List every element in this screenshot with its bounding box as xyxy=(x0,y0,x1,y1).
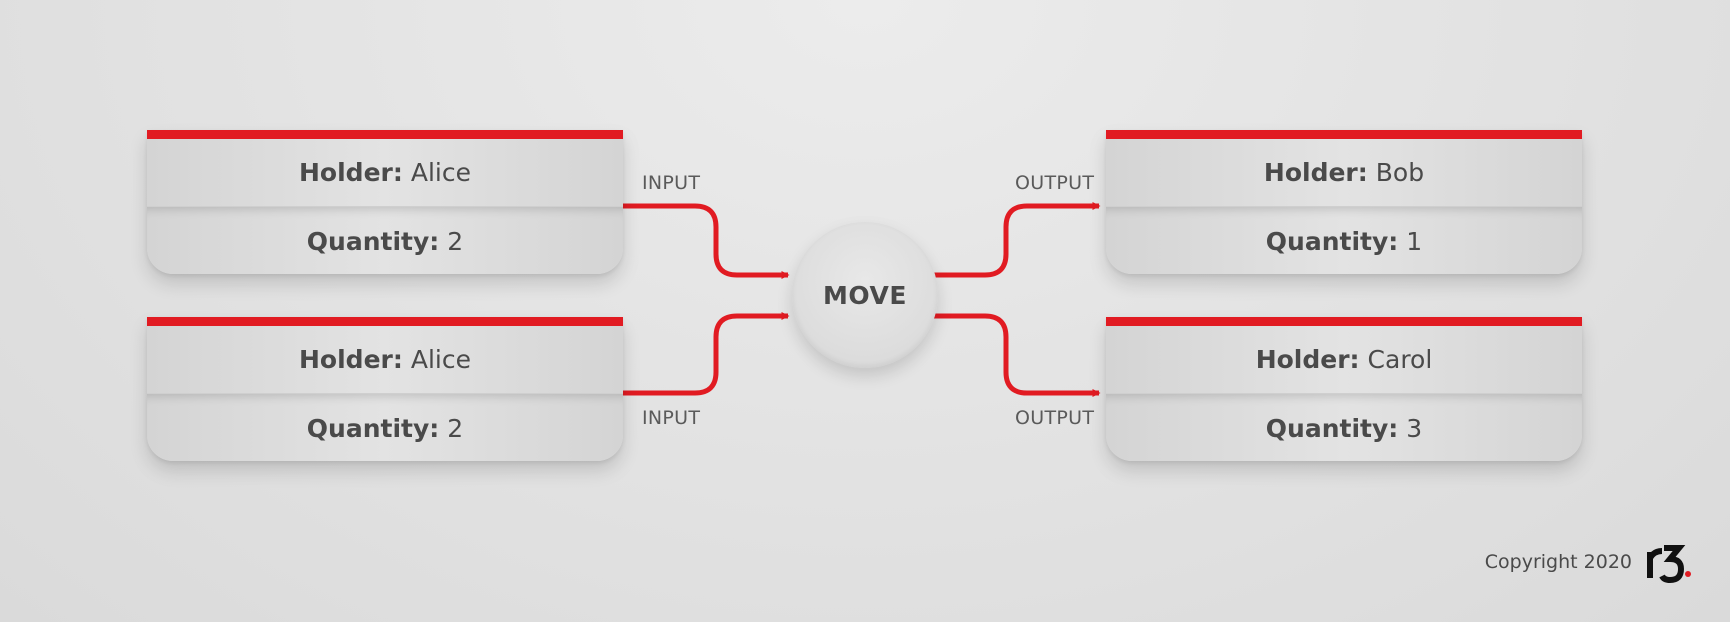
quantity-value: 2 xyxy=(447,413,464,443)
holder-value: Carol xyxy=(1367,345,1433,374)
holder-value: Bob xyxy=(1375,158,1425,187)
input-arrow-2 xyxy=(623,312,790,396)
state-accent-bar xyxy=(147,130,623,139)
quantity-key: Quantity: xyxy=(306,226,440,256)
quantity-key: Quantity: xyxy=(1265,413,1399,443)
state-accent-bar xyxy=(147,317,623,326)
holder-row: Holder: Alice xyxy=(147,139,623,206)
footer: Copyright 2020 xyxy=(1485,540,1692,584)
output-arrow-1 xyxy=(934,202,1101,278)
r3-logo-icon xyxy=(1647,545,1691,584)
holder-value: Alice xyxy=(410,158,471,187)
quantity-key: Quantity: xyxy=(1265,226,1399,256)
holder-row: Holder: Alice xyxy=(147,326,623,393)
holder-key: Holder: xyxy=(299,158,403,187)
holder-value: Alice xyxy=(410,345,471,374)
holder-key: Holder: xyxy=(299,345,403,374)
command-label: MOVE xyxy=(823,280,907,310)
quantity-value: 2 xyxy=(447,226,464,256)
quantity-row: Quantity: 3 xyxy=(1106,393,1582,461)
move-command-node: MOVE xyxy=(792,222,938,368)
state-accent-bar xyxy=(1106,130,1582,139)
output-arrow-2 xyxy=(934,313,1101,397)
input-label-1: INPUT xyxy=(642,172,701,194)
quantity-value: 1 xyxy=(1406,226,1423,256)
holder-key: Holder: xyxy=(1263,158,1368,187)
input-arrow-1 xyxy=(623,203,790,279)
quantity-row: Quantity: 1 xyxy=(1106,206,1582,274)
output-label-1: OUTPUT xyxy=(1015,172,1095,194)
copyright-text: Copyright 2020 xyxy=(1484,551,1632,573)
quantity-key: Quantity: xyxy=(306,413,440,443)
output-state-card-1: Holder: Bob Quantity: 1 xyxy=(1106,130,1582,274)
output-state-card-2: Holder: Carol Quantity: 3 xyxy=(1106,317,1582,461)
holder-row: Holder: Bob xyxy=(1106,139,1582,206)
quantity-row: Quantity: 2 xyxy=(147,206,623,274)
quantity-row: Quantity: 2 xyxy=(147,393,623,461)
state-accent-bar xyxy=(1106,317,1582,326)
holder-row: Holder: Carol xyxy=(1106,326,1582,393)
quantity-value: 3 xyxy=(1406,413,1423,443)
input-state-card-1: Holder: Alice Quantity: 2 xyxy=(147,130,623,274)
holder-key: Holder: xyxy=(1255,345,1360,374)
input-label-2: INPUT xyxy=(642,407,701,429)
input-state-card-2: Holder: Alice Quantity: 2 xyxy=(147,317,623,461)
output-label-2: OUTPUT xyxy=(1015,407,1095,429)
